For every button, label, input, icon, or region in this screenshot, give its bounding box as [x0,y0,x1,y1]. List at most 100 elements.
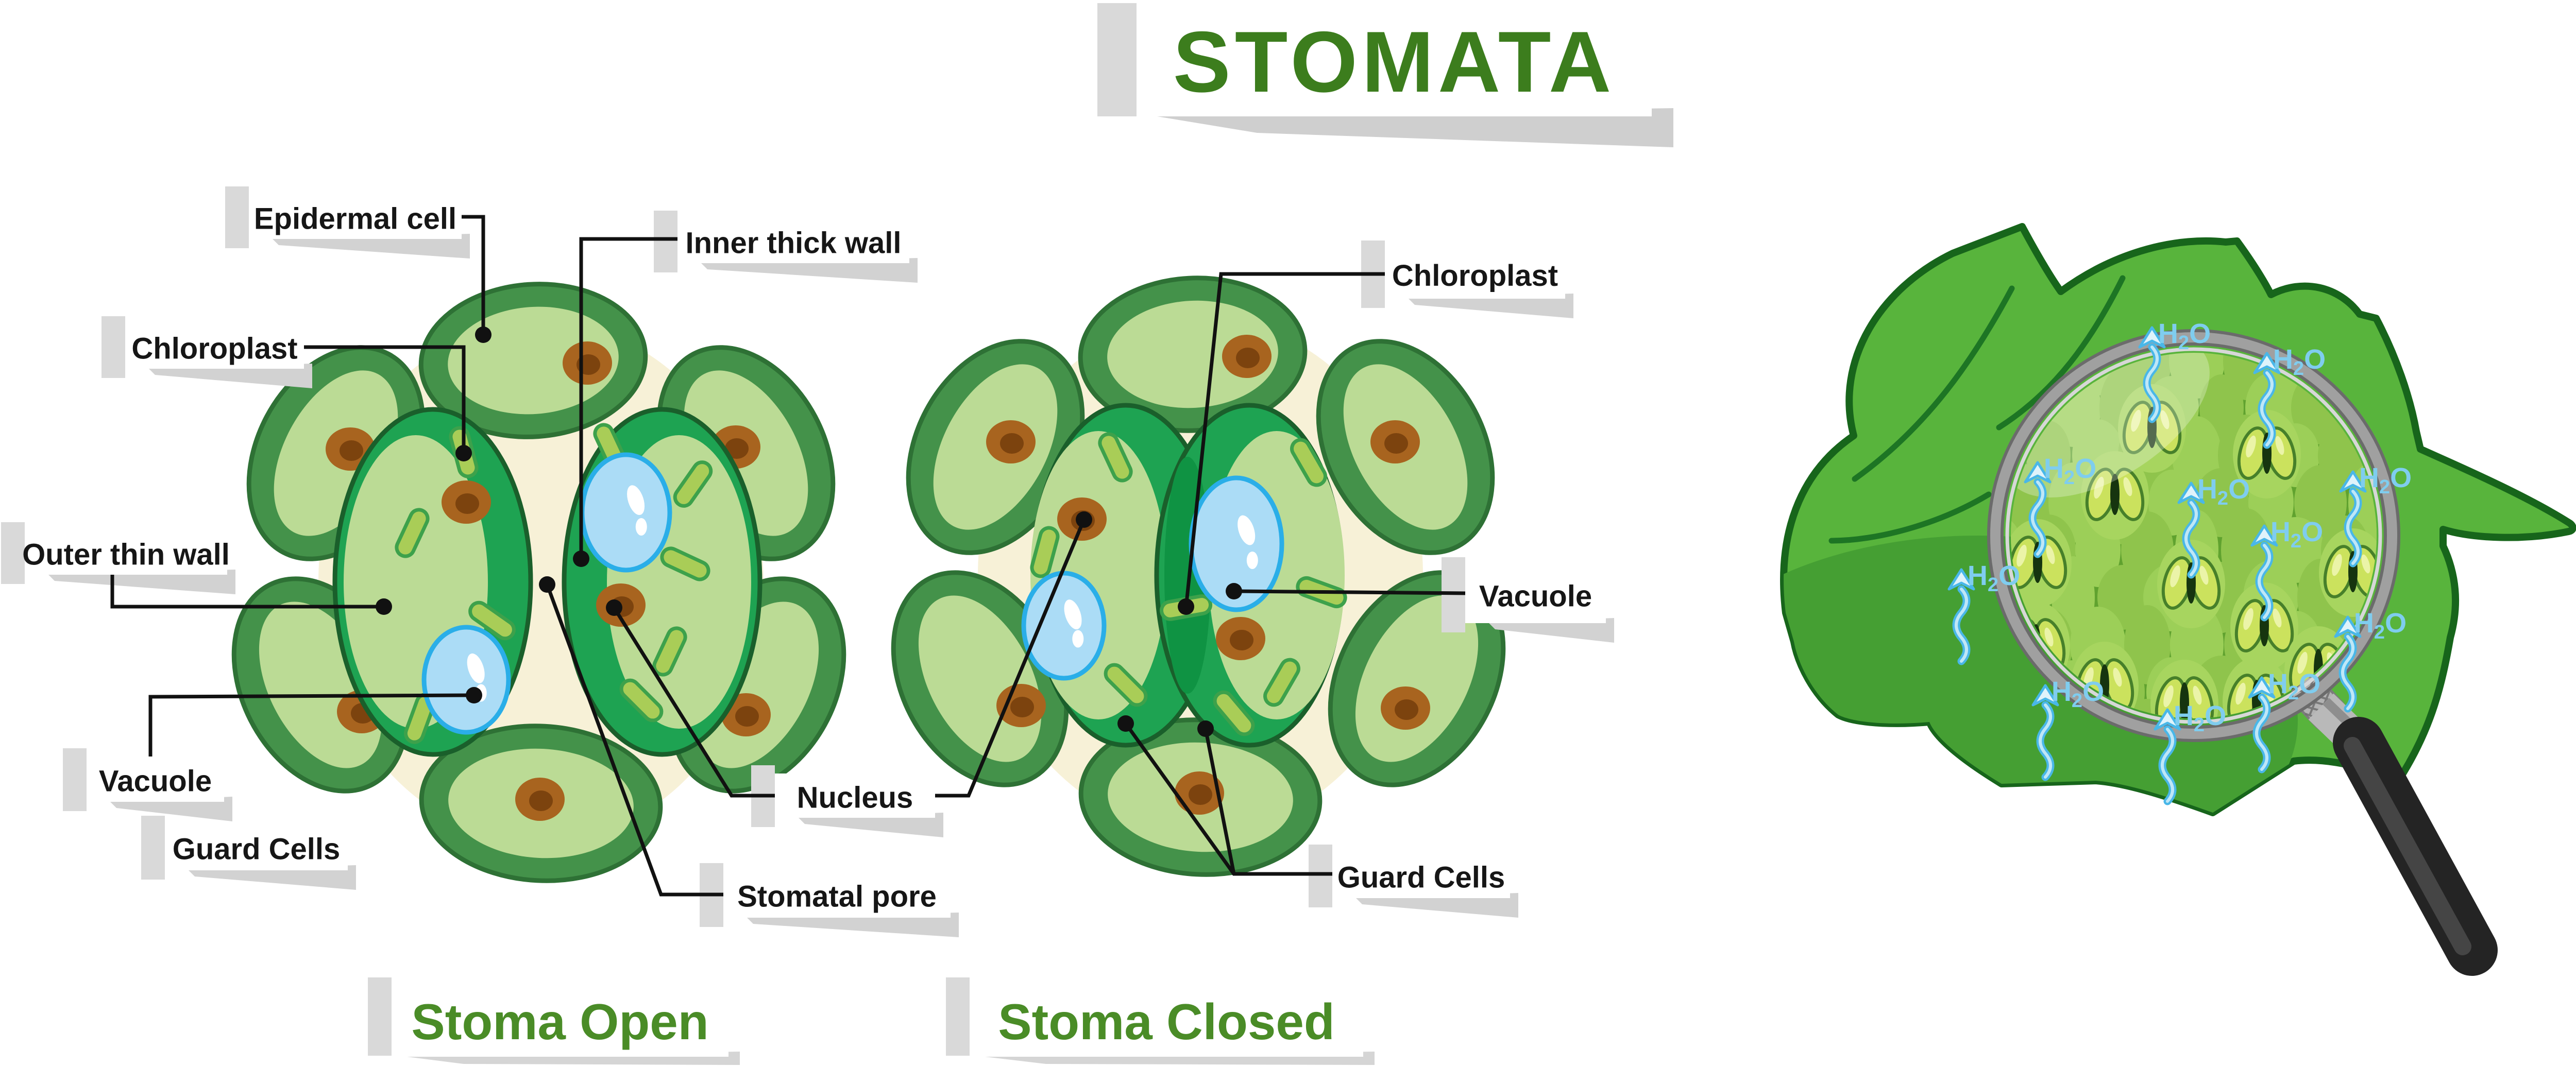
label-tab [63,748,87,811]
vapor-arrow-tail-highlight [2184,501,2198,576]
bean-highlight [2044,627,2054,647]
stoma [2011,519,2072,608]
h2o-label: H2O [2354,608,2406,643]
vapor-arrow-tail-highlight [2341,635,2354,710]
leader-dot [1226,583,1242,599]
label-shadow [273,234,470,259]
leader-dot [573,551,589,567]
vapor-arrow-tail-highlight [2145,346,2159,421]
label-tab [141,816,165,880]
caption-open-tab [368,977,392,1056]
vapor-arrow-tail-highlight [2260,371,2274,446]
stoma [2157,540,2225,628]
label-box [677,219,909,263]
epidermal-cell [1078,276,1308,433]
stoma-closed-diagram [891,276,1506,877]
epidermal-cell [418,282,648,439]
label-box [1385,249,1565,299]
vacuole-highlight [1064,599,1082,630]
label-inner-thick-wall-text: Inner thick wall [686,227,902,260]
leader-line [1184,272,1385,608]
epidermal-nucleus-core [1395,699,1418,720]
bean-highlight [2199,565,2209,585]
label-chloroplast-closed: Chloroplast [1178,240,1573,615]
h2o-label: H2O [2270,517,2323,552]
leader-dot [1117,715,1134,732]
h2o-label: H2O [2268,668,2320,704]
vacuole-highlight [1238,515,1256,545]
label-box [1465,565,1606,623]
label-shadow [48,570,235,594]
caption-closed-box [970,986,1363,1057]
label-chloroplast-open-text: Chloroplast [131,332,297,366]
leader-dot [606,599,622,616]
chloroplast-rod [1263,658,1300,707]
label-epidermal-cell-text: Epidermal cell [254,202,456,236]
bean-highlight [2193,685,2202,705]
title-shadow [1157,108,1673,147]
epidermal-cell-body [1107,300,1278,408]
label-box [775,773,935,818]
bean-highlight [2094,476,2104,499]
vapor-arrow-head [2154,708,2181,731]
label-vacuole-open: Vacuole [63,687,482,821]
label-shadow [1489,618,1614,643]
vapor-arrow-tail-highlight [2161,728,2174,803]
label-outer-thin-wall-text: Outer thin wall [22,538,230,572]
caption-stoma-closed: Stoma Closed [946,977,1375,1065]
h2o-label: H2O [2273,344,2326,380]
chloroplast-rod [660,546,710,581]
bean-highlight [2123,477,2132,496]
caption-open-box [392,986,728,1057]
label-tab [654,211,677,272]
vapor-arrow-head [2253,352,2281,374]
vapor-arrow-head [2248,676,2276,699]
leader-dot [1178,598,1194,615]
bean-highlight [2163,685,2174,708]
chloroplast-rod [1098,432,1133,483]
epidermal-nucleus-core [1236,348,1260,368]
bean-highlight [2246,435,2256,458]
stoma-open-diagram [231,282,846,883]
label-inner-thick-wall: Inner thick wall [573,211,918,567]
label-box [25,530,227,575]
label-vacuole-closed: Vacuole [1226,557,1614,643]
label-chloroplast-closed-text: Chloroplast [1392,259,1558,293]
label-epidermal-cell: Epidermal cell [225,186,492,343]
chloroplast-rod [1290,438,1327,487]
guard-cell-nucleus-core [1230,630,1253,650]
label-box [165,824,348,870]
label-tab [101,316,125,378]
vapor-arrow-head [2177,482,2205,504]
leader-dot [1076,511,1092,528]
label-shadow [701,258,918,283]
label-shadow [149,364,312,388]
label-box [249,195,462,239]
title-banner: STOMATA [1097,3,1673,147]
chloroplast-rod [1213,690,1255,736]
chloroplast-rod [468,600,516,641]
h2o-label: H2O [2359,462,2412,498]
label-tab [1,522,25,584]
label-stomatal-pore-text: Stomatal pore [737,880,937,914]
epidermal-nucleus-core [1000,433,1024,454]
guard-cell-right [562,407,762,757]
title-box [1137,6,1652,116]
h2o-label: H2O [2052,676,2104,712]
leader-line [935,519,1086,798]
leader-line [545,583,723,897]
h2o-label: H2O [2197,474,2250,509]
vacuole-highlight [627,485,645,515]
leader-line [462,215,485,335]
label-chloroplast-open: Chloroplast [101,316,472,461]
label-box [87,756,224,802]
bean-highlight [2046,545,2055,564]
label-shadow [1409,294,1573,318]
chloroplast-rod [395,508,430,558]
bean-highlight [2243,608,2253,630]
bean-highlight [2332,554,2342,576]
page-title: STOMATA [1173,13,1616,110]
vapor-arrow-head [2250,524,2278,547]
